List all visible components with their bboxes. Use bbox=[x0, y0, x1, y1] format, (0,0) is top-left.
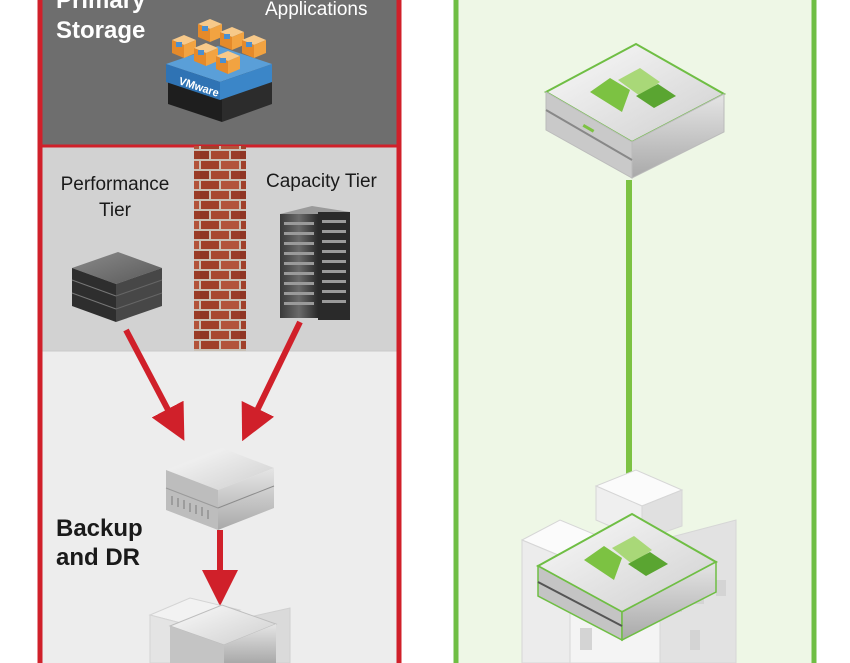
appliance-logo-icon bbox=[590, 68, 676, 112]
brick-wall-divider bbox=[194, 146, 246, 351]
vm-cube bbox=[220, 27, 244, 50]
vm-cube bbox=[194, 43, 218, 66]
primary-storage-title-line1: Primary bbox=[56, 0, 146, 14]
backup-dr-label-line1: Backup bbox=[56, 515, 143, 542]
primary-appliance-icon bbox=[543, 42, 727, 179]
vm-cube bbox=[198, 19, 222, 42]
dr-building-icon bbox=[520, 469, 737, 663]
left-panel-border bbox=[37, 0, 402, 663]
vm-cube bbox=[172, 35, 196, 58]
primary-storage-title: Primary Storage bbox=[56, 0, 145, 46]
performance-tier-label: Performance Tier bbox=[60, 172, 170, 224]
capacity-tier-rack-icon bbox=[280, 206, 350, 320]
vm-cube bbox=[216, 51, 240, 74]
vm-cubes-icon bbox=[172, 19, 266, 74]
performance-tier-label-line1: Performance bbox=[60, 174, 170, 195]
backup-dr-label-line2: and DR bbox=[56, 544, 140, 571]
primary-storage-title-line2: Storage bbox=[56, 17, 146, 44]
applications-label: Applications bbox=[265, 0, 368, 20]
capacity-to-backup-arrow bbox=[241, 320, 303, 442]
backup-dr-label: Backup and DR bbox=[56, 514, 143, 572]
dr-site-building-icon bbox=[148, 597, 291, 663]
performance-to-backup-arrow bbox=[123, 328, 185, 441]
performance-tier-label-line2: Tier bbox=[98, 200, 132, 221]
appliance-logo-icon bbox=[584, 536, 668, 580]
performance-tier-server-icon bbox=[71, 252, 163, 322]
vm-cube bbox=[242, 35, 266, 58]
capacity-tier-label: Capacity Tier bbox=[266, 171, 377, 192]
backup-appliance-icon bbox=[165, 448, 275, 530]
